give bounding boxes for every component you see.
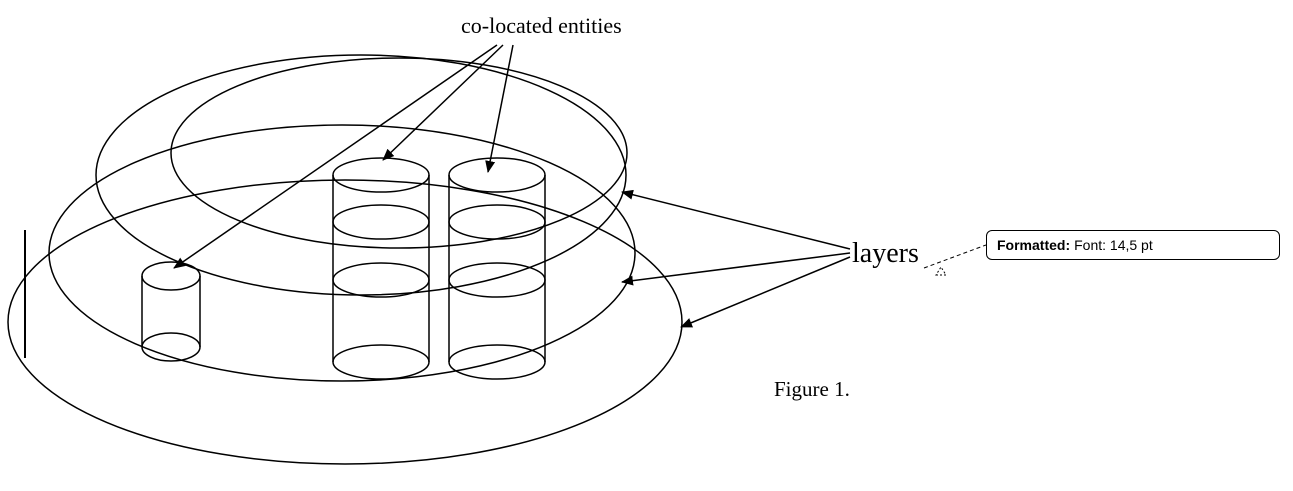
layers-arrow-top <box>621 189 851 250</box>
colocated-arrow-small <box>173 44 498 269</box>
comment-text: Font: 14,5 pt <box>1074 237 1153 253</box>
layer-ellipse-middle <box>48 124 636 382</box>
layer-ellipse-top-inner <box>170 57 628 249</box>
layers-arrow-bottom <box>680 256 851 328</box>
small-cylinder <box>141 261 201 362</box>
layers-label: layers <box>852 238 919 269</box>
formatting-comment-balloon[interactable]: Formatted: Font: 14,5 pt <box>986 230 1280 260</box>
layer-ellipse-top <box>95 54 627 296</box>
comment-anchor-marker <box>935 266 947 276</box>
colocated-arrow-right <box>485 44 514 173</box>
comment-heading: Formatted: <box>997 237 1071 253</box>
figure-caption: Figure 1. <box>774 377 850 401</box>
colocated-entities-label: co-located entities <box>461 13 622 38</box>
layers-arrow-middle <box>621 252 851 286</box>
tall-cylinder-left <box>332 157 430 380</box>
comment-leader-line <box>923 244 987 269</box>
tall-cylinder-right <box>448 157 546 380</box>
colocated-arrow-left <box>382 44 504 161</box>
layer-ellipse-bottom <box>7 179 683 465</box>
